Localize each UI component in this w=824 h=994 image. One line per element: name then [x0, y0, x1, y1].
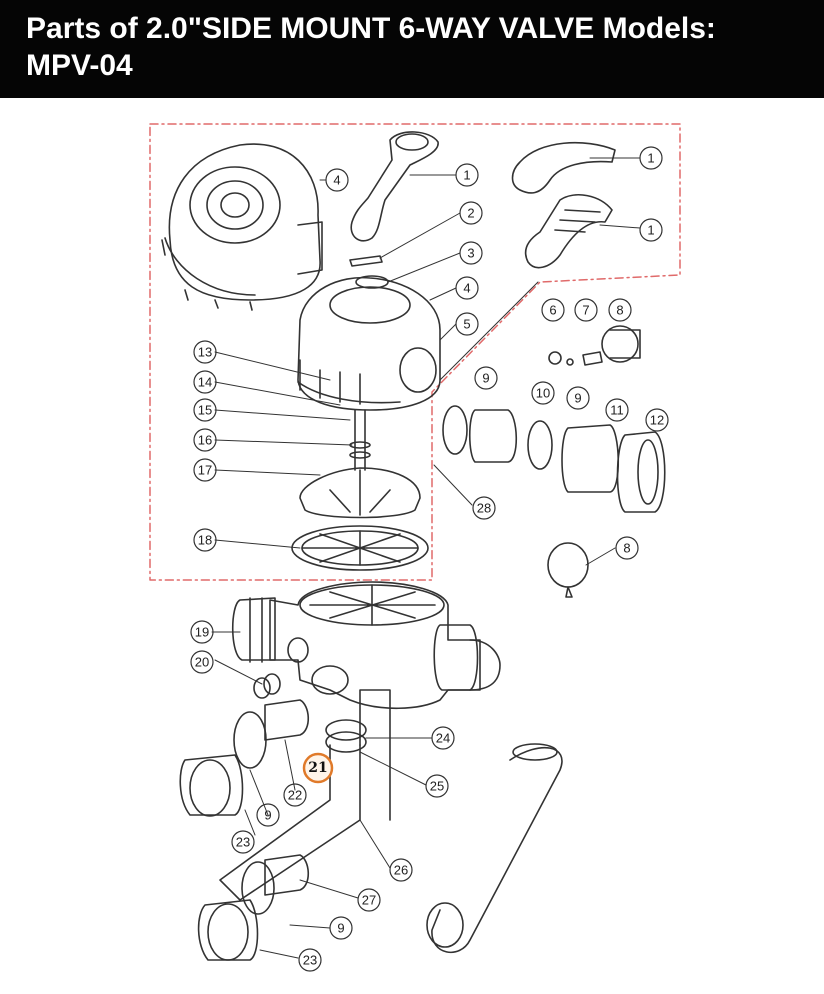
valve-body-part	[231, 581, 501, 710]
callout-21-highlighted: 21	[308, 760, 327, 776]
union-set-left-upper	[179, 699, 310, 817]
pressure-gauge-part-bottom	[547, 542, 589, 598]
callout-15: 15	[198, 403, 212, 418]
union-set-left-lower	[197, 854, 310, 961]
union-set-upper	[442, 405, 666, 513]
callout-8a: 8	[616, 303, 623, 318]
callout-8b: 8	[623, 541, 630, 556]
callout-11: 11	[610, 403, 624, 418]
callout-circles	[190, 146, 669, 972]
leader-lines	[211, 157, 641, 959]
callout-5: 5	[463, 317, 470, 332]
pin-part	[349, 255, 383, 267]
shaft-part	[349, 409, 371, 471]
callout-23b: 23	[303, 953, 317, 968]
pipe-part	[219, 689, 563, 954]
valve-cover-part	[161, 143, 323, 311]
small-fittings-part	[548, 351, 603, 366]
valve-head-part	[297, 276, 441, 411]
callout-20: 20	[195, 655, 209, 670]
callout-9c: 9	[264, 808, 271, 823]
exploded-parts-diagram: 4 1 1 1 2 3 4 5 6 7 8 9 10 9 11 12 13 14…	[149, 123, 681, 972]
callout-19: 19	[195, 625, 209, 640]
callout-1b: 1	[647, 151, 654, 166]
callout-3: 3	[467, 246, 474, 261]
pressure-gauge-part-top	[601, 325, 641, 363]
callout-9a: 9	[482, 371, 489, 386]
model-number: MPV-04	[26, 49, 133, 82]
handle-part-right-bottom	[524, 194, 613, 269]
callout-18: 18	[198, 533, 212, 548]
callout-12: 12	[650, 413, 664, 428]
page-title: Parts of 2.0"SIDE MOUNT 6-WAY VALVE Mode…	[26, 12, 716, 45]
callout-17: 17	[198, 463, 212, 478]
callout-24: 24	[436, 731, 450, 746]
callout-10: 10	[536, 386, 550, 401]
small-rings-part	[253, 637, 309, 699]
callout-26: 26	[394, 863, 408, 878]
callout-14: 14	[198, 375, 212, 390]
handle-part-right-top	[511, 141, 616, 194]
callout-16: 16	[198, 433, 212, 448]
callout-labels: 4 1 1 1 2 3 4 5 6 7 8 9 10 9 11 12 13 14…	[195, 151, 664, 968]
handle-part-center	[350, 131, 439, 242]
callout-28: 28	[477, 501, 491, 516]
gasket-part	[291, 525, 429, 571]
callout-22: 22	[288, 788, 302, 803]
callout-27: 27	[362, 893, 376, 908]
callout-9d: 9	[337, 921, 344, 936]
assembly-boundary	[149, 123, 681, 581]
coupling-part	[325, 719, 367, 753]
callout-7: 7	[582, 303, 589, 318]
callout-25: 25	[430, 779, 444, 794]
rotor-part	[299, 467, 421, 519]
callout-1a: 1	[463, 168, 470, 183]
callout-4b: 4	[463, 281, 470, 296]
callout-9b: 9	[574, 391, 581, 406]
title-banner: Parts of 2.0"SIDE MOUNT 6-WAY VALVE Mode…	[0, 0, 824, 98]
callout-13: 13	[198, 345, 212, 360]
callout-1c: 1	[647, 223, 654, 238]
callout-6: 6	[549, 303, 556, 318]
highlighted-callout-ring	[302, 752, 334, 784]
callout-2: 2	[467, 206, 474, 221]
callout-23a: 23	[236, 835, 250, 850]
callout-4a: 4	[333, 173, 340, 188]
